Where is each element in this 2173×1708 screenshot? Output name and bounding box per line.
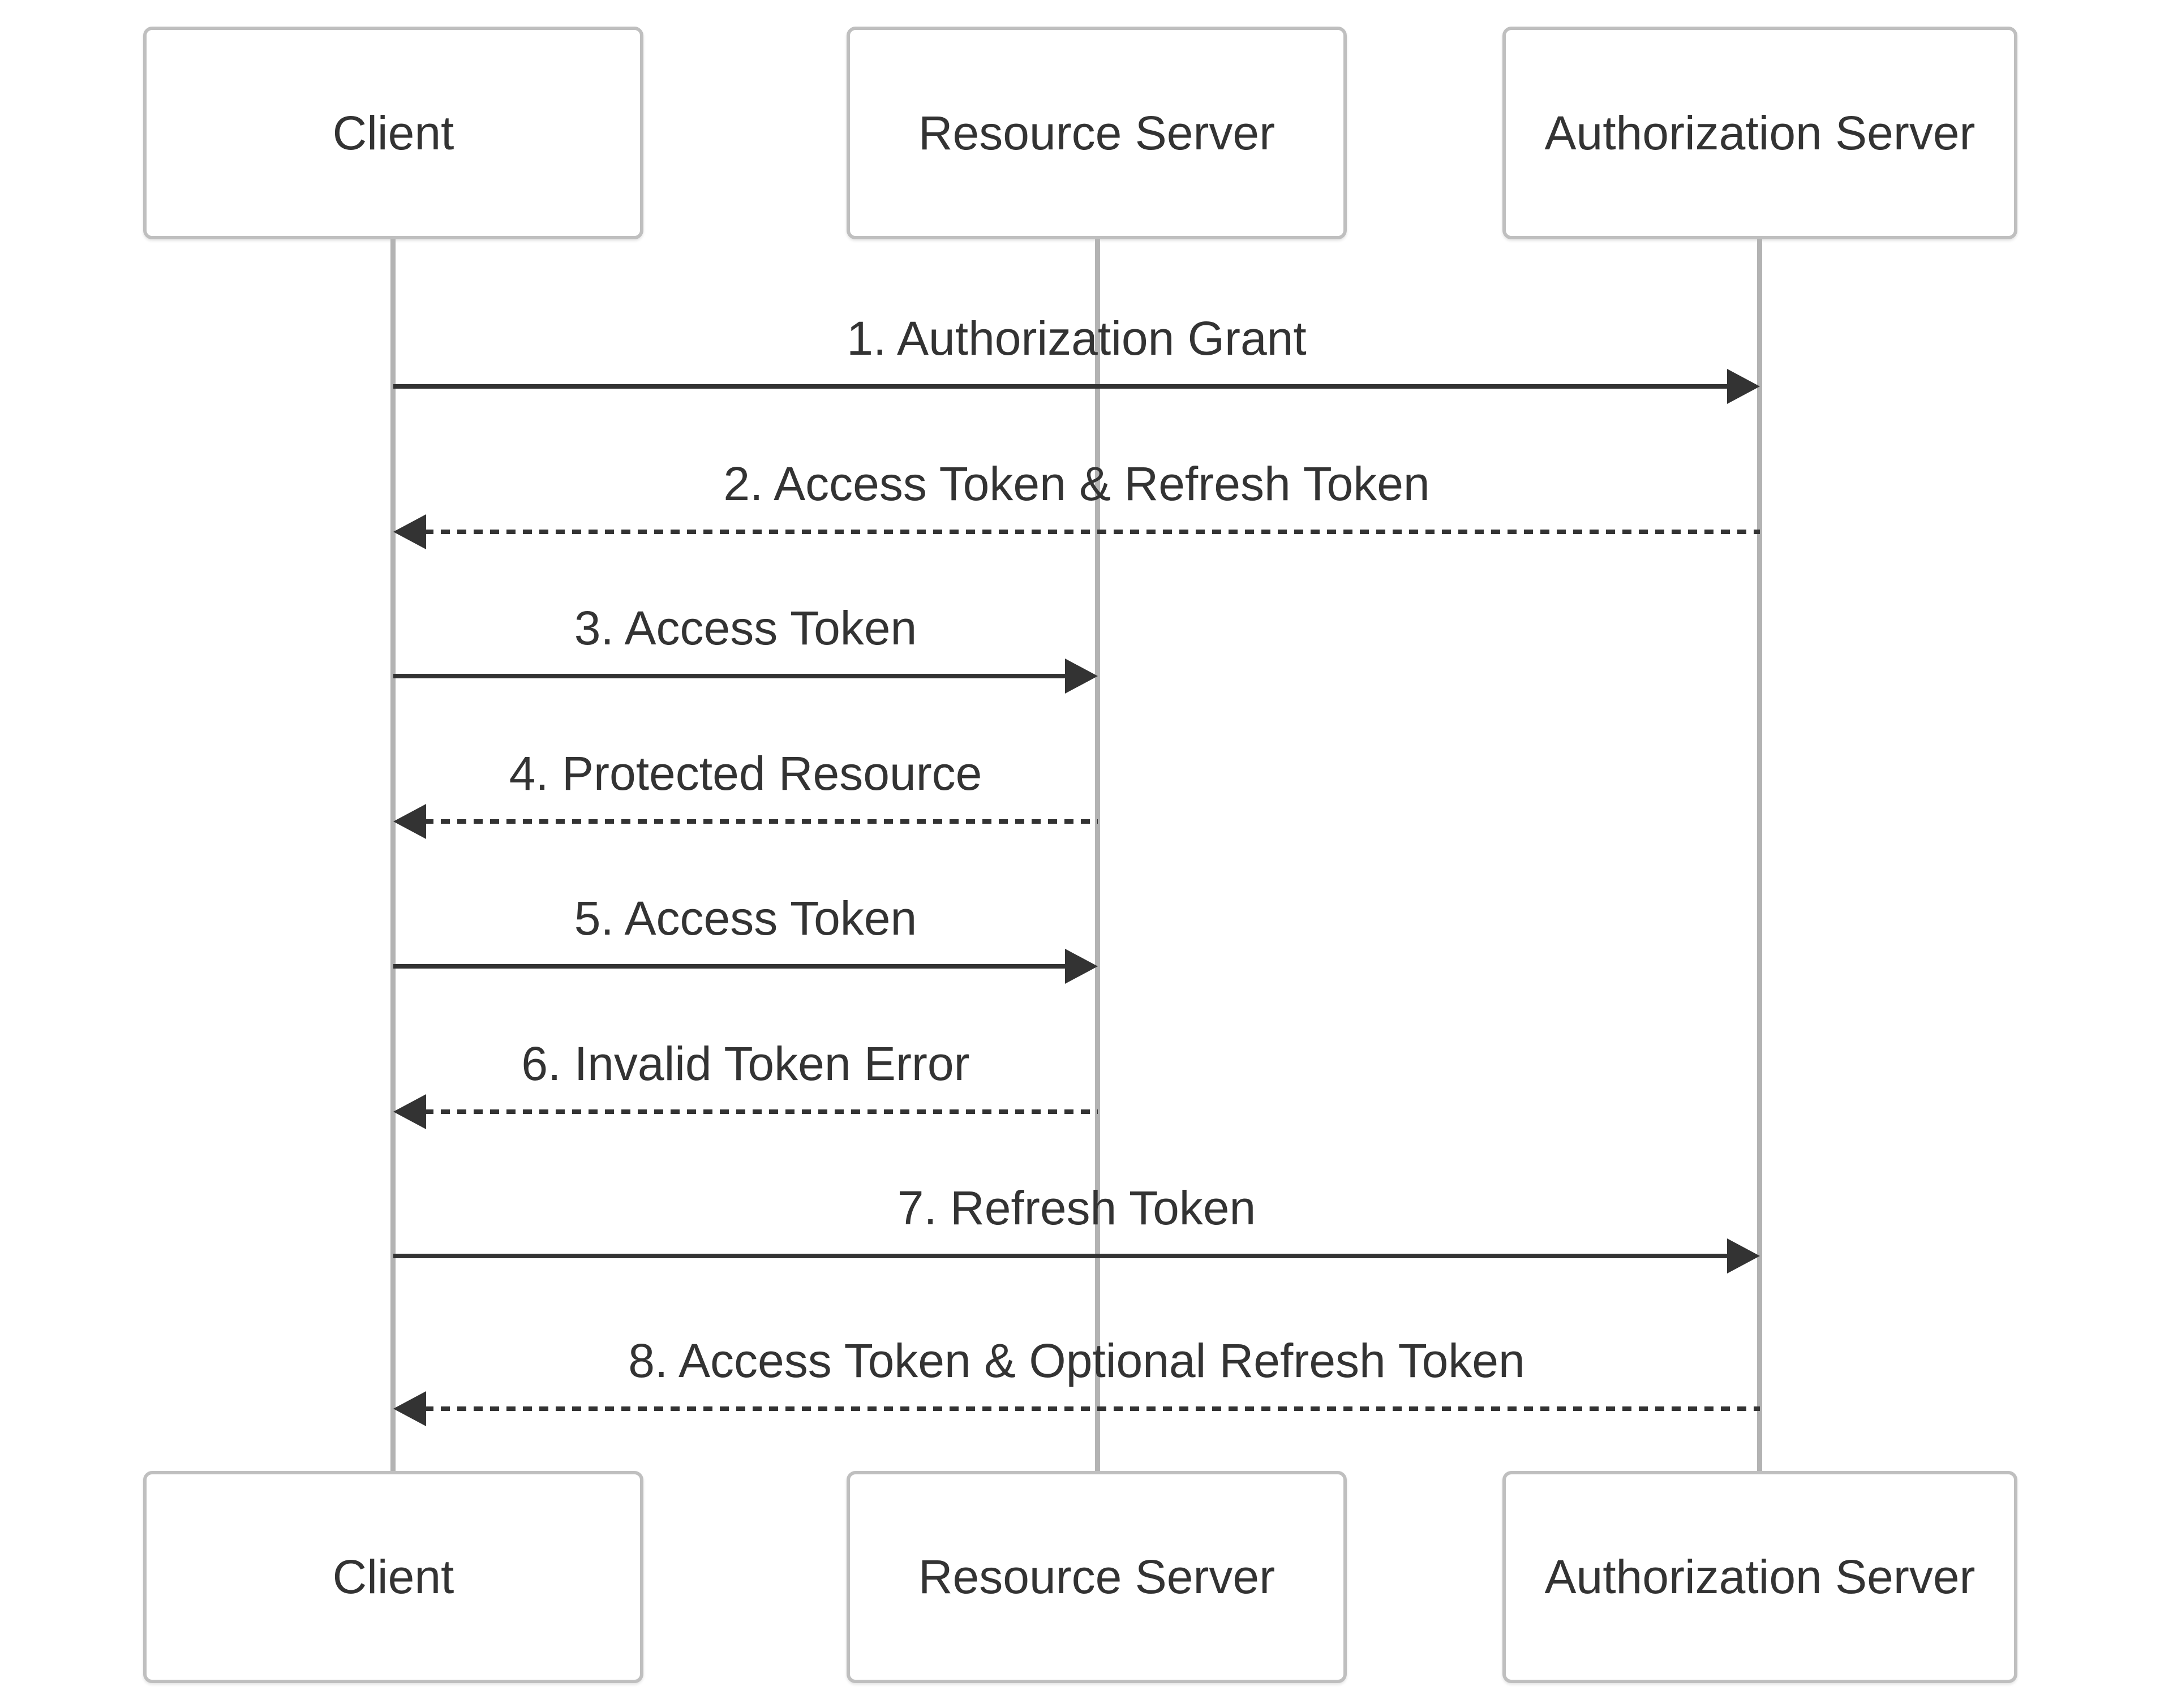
actor-bottom-resource-server: Resource Server — [847, 1471, 1347, 1683]
actor-top-client: Client — [143, 27, 643, 239]
arrow-right-icon — [1727, 369, 1760, 404]
message-5-line — [393, 964, 1070, 969]
message-8-label: 8. Access Token & Optional Refresh Token — [628, 1334, 1525, 1387]
actor-bottom-client: Client — [143, 1471, 643, 1683]
message-6-label: 6. Invalid Token Error — [521, 1037, 970, 1090]
message-7-line — [393, 1254, 1732, 1258]
message-7-label: 7. Refresh Token — [897, 1181, 1256, 1234]
lifeline-client — [390, 239, 396, 1471]
message-2-line — [424, 530, 1760, 534]
arrow-left-icon — [393, 1391, 426, 1426]
message-1-label: 1. Authorization Grant — [847, 312, 1307, 365]
actor-label-authorization-server: Authorization Server — [1544, 106, 1976, 160]
message-6-line — [424, 1109, 1098, 1114]
lifeline-authorization-server — [1757, 239, 1762, 1471]
arrow-left-icon — [393, 804, 426, 839]
lifeline-resource-server — [1095, 239, 1100, 1471]
actor-label-client: Client — [332, 1550, 454, 1603]
message-8-line — [424, 1406, 1760, 1411]
actor-label-resource-server: Resource Server — [918, 1550, 1276, 1603]
actor-label-resource-server: Resource Server — [918, 106, 1276, 160]
arrow-right-icon — [1065, 949, 1098, 984]
actor-label-client: Client — [332, 106, 454, 160]
actor-top-authorization-server: Authorization Server — [1502, 27, 2017, 239]
message-3-line — [393, 674, 1070, 678]
actor-top-resource-server: Resource Server — [847, 27, 1347, 239]
message-1-line — [393, 384, 1732, 389]
message-2-label: 2. Access Token & Refresh Token — [723, 457, 1430, 510]
message-5-label: 5. Access Token — [574, 892, 917, 945]
actor-bottom-authorization-server: Authorization Server — [1502, 1471, 2017, 1683]
message-4-line — [424, 819, 1098, 824]
actor-label-authorization-server: Authorization Server — [1544, 1550, 1976, 1603]
message-3-label: 3. Access Token — [574, 601, 917, 655]
arrow-right-icon — [1727, 1238, 1760, 1274]
arrow-left-icon — [393, 1094, 426, 1129]
message-4-label: 4. Protected Resource — [509, 747, 982, 800]
arrow-left-icon — [393, 514, 426, 549]
arrow-right-icon — [1065, 659, 1098, 694]
